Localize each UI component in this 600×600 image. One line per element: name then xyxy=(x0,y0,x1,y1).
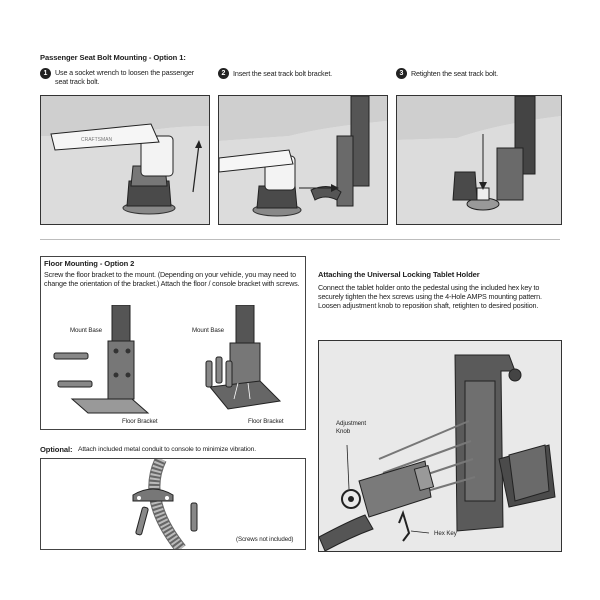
floor-bracket-label-left: Floor Bracket xyxy=(122,418,158,425)
step-2-text: Insert the seat track bolt bracket. xyxy=(233,69,333,78)
mount-base-label-left: Mount Base xyxy=(70,327,103,334)
floor-bracket-right-illustration xyxy=(198,304,298,420)
step-3-number: 3 xyxy=(396,68,407,79)
step-2-number: 2 xyxy=(218,68,229,79)
floor-bracket-left-illustration xyxy=(50,304,170,420)
screws-not-included-note: (Screws not included) xyxy=(236,536,294,543)
optional-text: Attach included metal conduit to console… xyxy=(78,446,256,453)
section-divider xyxy=(40,239,560,240)
step-3-illustration xyxy=(396,95,562,225)
seat-mounting-heading: Passenger Seat Bolt Mounting - Option 1: xyxy=(40,53,186,62)
holder-text: Connect the tablet holder onto the pedes… xyxy=(318,283,542,310)
floor-mounting-text: Screw the floor bracket to the mount. (D… xyxy=(44,270,300,288)
adjustment-knob-label: Adjustment Knob xyxy=(336,420,366,435)
holder-illustration xyxy=(318,340,562,552)
step-3-text: Retighten the seat track bolt. xyxy=(411,69,498,78)
metal-conduit-illustration xyxy=(132,456,198,553)
optional-box xyxy=(40,456,306,553)
mount-base-label-right: Mount Base xyxy=(192,327,225,334)
holder-heading: Attaching the Universal Locking Tablet H… xyxy=(318,270,480,279)
floor-bracket-label-right: Floor Bracket xyxy=(248,418,284,425)
hex-key-label: Hex Key xyxy=(434,530,457,537)
svg-text:CRAFTSMAN: CRAFTSMAN xyxy=(81,137,113,143)
optional-heading: Optional: xyxy=(40,445,73,454)
step-1-number: 1 xyxy=(40,68,51,79)
step-1-illustration: CRAFTSMAN xyxy=(40,95,210,225)
step-2-illustration xyxy=(218,95,388,225)
step-1-text: Use a socket wrench to loosen the passen… xyxy=(55,68,194,86)
floor-mounting-heading: Floor Mounting - Option 2 xyxy=(44,259,135,268)
